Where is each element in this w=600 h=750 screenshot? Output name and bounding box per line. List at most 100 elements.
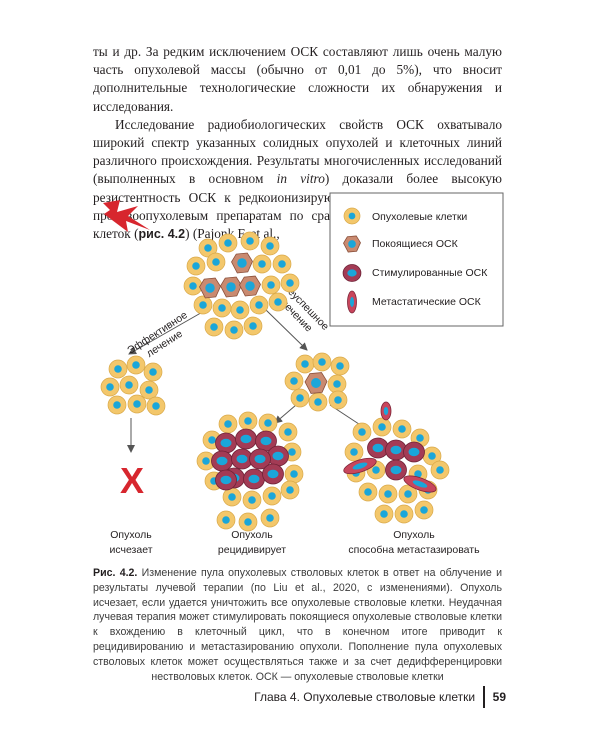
tumor-cell: [243, 316, 263, 336]
tumor-cell: [249, 295, 269, 315]
tumor-cell: [108, 359, 128, 379]
stimulated-csc: [385, 459, 407, 481]
tumor-cell: [222, 487, 242, 507]
tumor-cell: [212, 298, 232, 318]
outcome-right-line-1: Опухоль: [393, 529, 435, 541]
page-footer: Глава 4. Опухолевые стволовые клетки 59: [254, 685, 506, 709]
tumor-cell: [398, 484, 418, 504]
page-number: 59: [492, 690, 506, 704]
tumor-cell: [258, 413, 278, 433]
metastatic-csc: [343, 457, 377, 475]
tumor-cell: [218, 233, 238, 253]
tumor-cell: [186, 256, 206, 276]
quiescent-csc: [343, 235, 361, 253]
outcome-middle-line-1: Опухоль: [231, 529, 273, 541]
arrow-to-relapse: [274, 404, 297, 424]
caption-text: Изменение пула опухолевых стволовых клет…: [93, 567, 502, 683]
outcome-left-line-2: исчезает: [109, 544, 152, 556]
tumor-cell: [139, 380, 159, 400]
stimulated-csc: [235, 428, 257, 450]
tumor-cell: [378, 484, 398, 504]
metastatic-csc: [403, 475, 437, 493]
tumor-cell: [238, 411, 258, 431]
stimulated-csc: [249, 448, 271, 470]
tumor-cell: [230, 300, 250, 320]
legend-label-stimulated-csc: Стимулированные ОСК: [372, 267, 488, 279]
stimulated-csc: [255, 430, 277, 452]
tumor-cell: [238, 512, 258, 532]
cluster-metastasis: [343, 401, 450, 524]
tumor-cell: [422, 446, 442, 466]
figure-reference: рис. 4.2: [138, 227, 186, 242]
tumor-gone-x-mark: X: [120, 460, 144, 501]
tumor-cell: [143, 362, 163, 382]
cluster-after-effective: [100, 355, 166, 416]
tumor-cell: [392, 419, 412, 439]
tumor-cell: [344, 442, 364, 462]
figure-caption: Рис. 4.2. Изменение пула опухолевых ство…: [93, 566, 502, 684]
tumor-cell: [280, 480, 300, 500]
legend-label-metastatic-csc: Метастатические ОСК: [372, 296, 482, 308]
tumor-cell: [430, 460, 450, 480]
tumor-cell: [216, 510, 236, 530]
stimulated-csc: [262, 463, 284, 485]
stimulated-csc: [403, 441, 425, 463]
tumor-cell: [414, 500, 434, 520]
caption-label: Рис. 4.2.: [93, 567, 138, 579]
quiescent-csc: [304, 372, 328, 394]
tumor-cell: [242, 490, 262, 510]
tumor-cell: [183, 276, 203, 296]
tumor-cell: [262, 486, 282, 506]
quiescent-csc: [231, 252, 253, 274]
outcome-right-line-2: способна метастазировать: [348, 544, 480, 556]
lightning-icon: [103, 200, 150, 232]
tumor-cell: [284, 464, 304, 484]
quiescent-csc: [220, 276, 242, 298]
tumor-cell: [127, 394, 147, 414]
quiescent-csc: [199, 277, 221, 299]
tumor-cell: [308, 392, 328, 412]
tumor-cell: [330, 356, 350, 376]
legend-label-tumor-cells: Опухолевые клетки: [372, 211, 467, 223]
outcome-middle-line-2: рецидивирует: [218, 544, 286, 556]
tumor-cell: [358, 482, 378, 502]
tumor-cell: [312, 352, 332, 372]
paragraph-1: ты и др. За редким исключением ОСК соста…: [93, 44, 502, 114]
tumor-cell: [280, 273, 300, 293]
arrow-unsuccessful-treatment: [265, 309, 308, 351]
tumor-cell: [126, 355, 146, 375]
tumor-cell: [224, 320, 244, 340]
tumor-cell: [204, 317, 224, 337]
tumor-cell: [352, 422, 372, 442]
tumor-cell: [198, 238, 218, 258]
tumor-cell: [268, 292, 288, 312]
outcome-left-line-1: Опухоль: [110, 529, 152, 541]
cluster-after-unsuccessful: [284, 352, 350, 412]
tumor-cell: [394, 504, 414, 524]
paragraph-2-italic: in vitro: [276, 171, 325, 187]
tumor-cell: [100, 377, 120, 397]
tumor-cell: [343, 207, 361, 225]
arrow-effective-treatment: [128, 309, 207, 355]
stimulated-csc: [367, 437, 389, 459]
stimulated-csc: [267, 445, 289, 467]
footer-divider: [483, 686, 485, 708]
tumor-cell: [328, 390, 348, 410]
tumor-cell: [107, 395, 127, 415]
tumor-cell: [206, 252, 226, 272]
stimulated-csc: [215, 432, 237, 454]
tumor-cell: [240, 231, 260, 251]
tumor-cell: [260, 236, 280, 256]
metastatic-csc: [380, 401, 392, 421]
tumor-cell: [327, 374, 347, 394]
legend-icons: [342, 207, 362, 314]
tumor-cell: [295, 354, 315, 374]
tumor-cell: [284, 371, 304, 391]
legend-label-quiescent-csc: Покоящиеся ОСК: [372, 238, 459, 250]
metastatic-csc: [347, 290, 357, 314]
tumor-cell: [272, 254, 292, 274]
tumor-cell: [218, 414, 238, 434]
tumor-cell: [119, 375, 139, 395]
label-unsuccessful-treatment: Неуспешное лечение: [278, 281, 331, 335]
tumor-cell: [252, 254, 272, 274]
